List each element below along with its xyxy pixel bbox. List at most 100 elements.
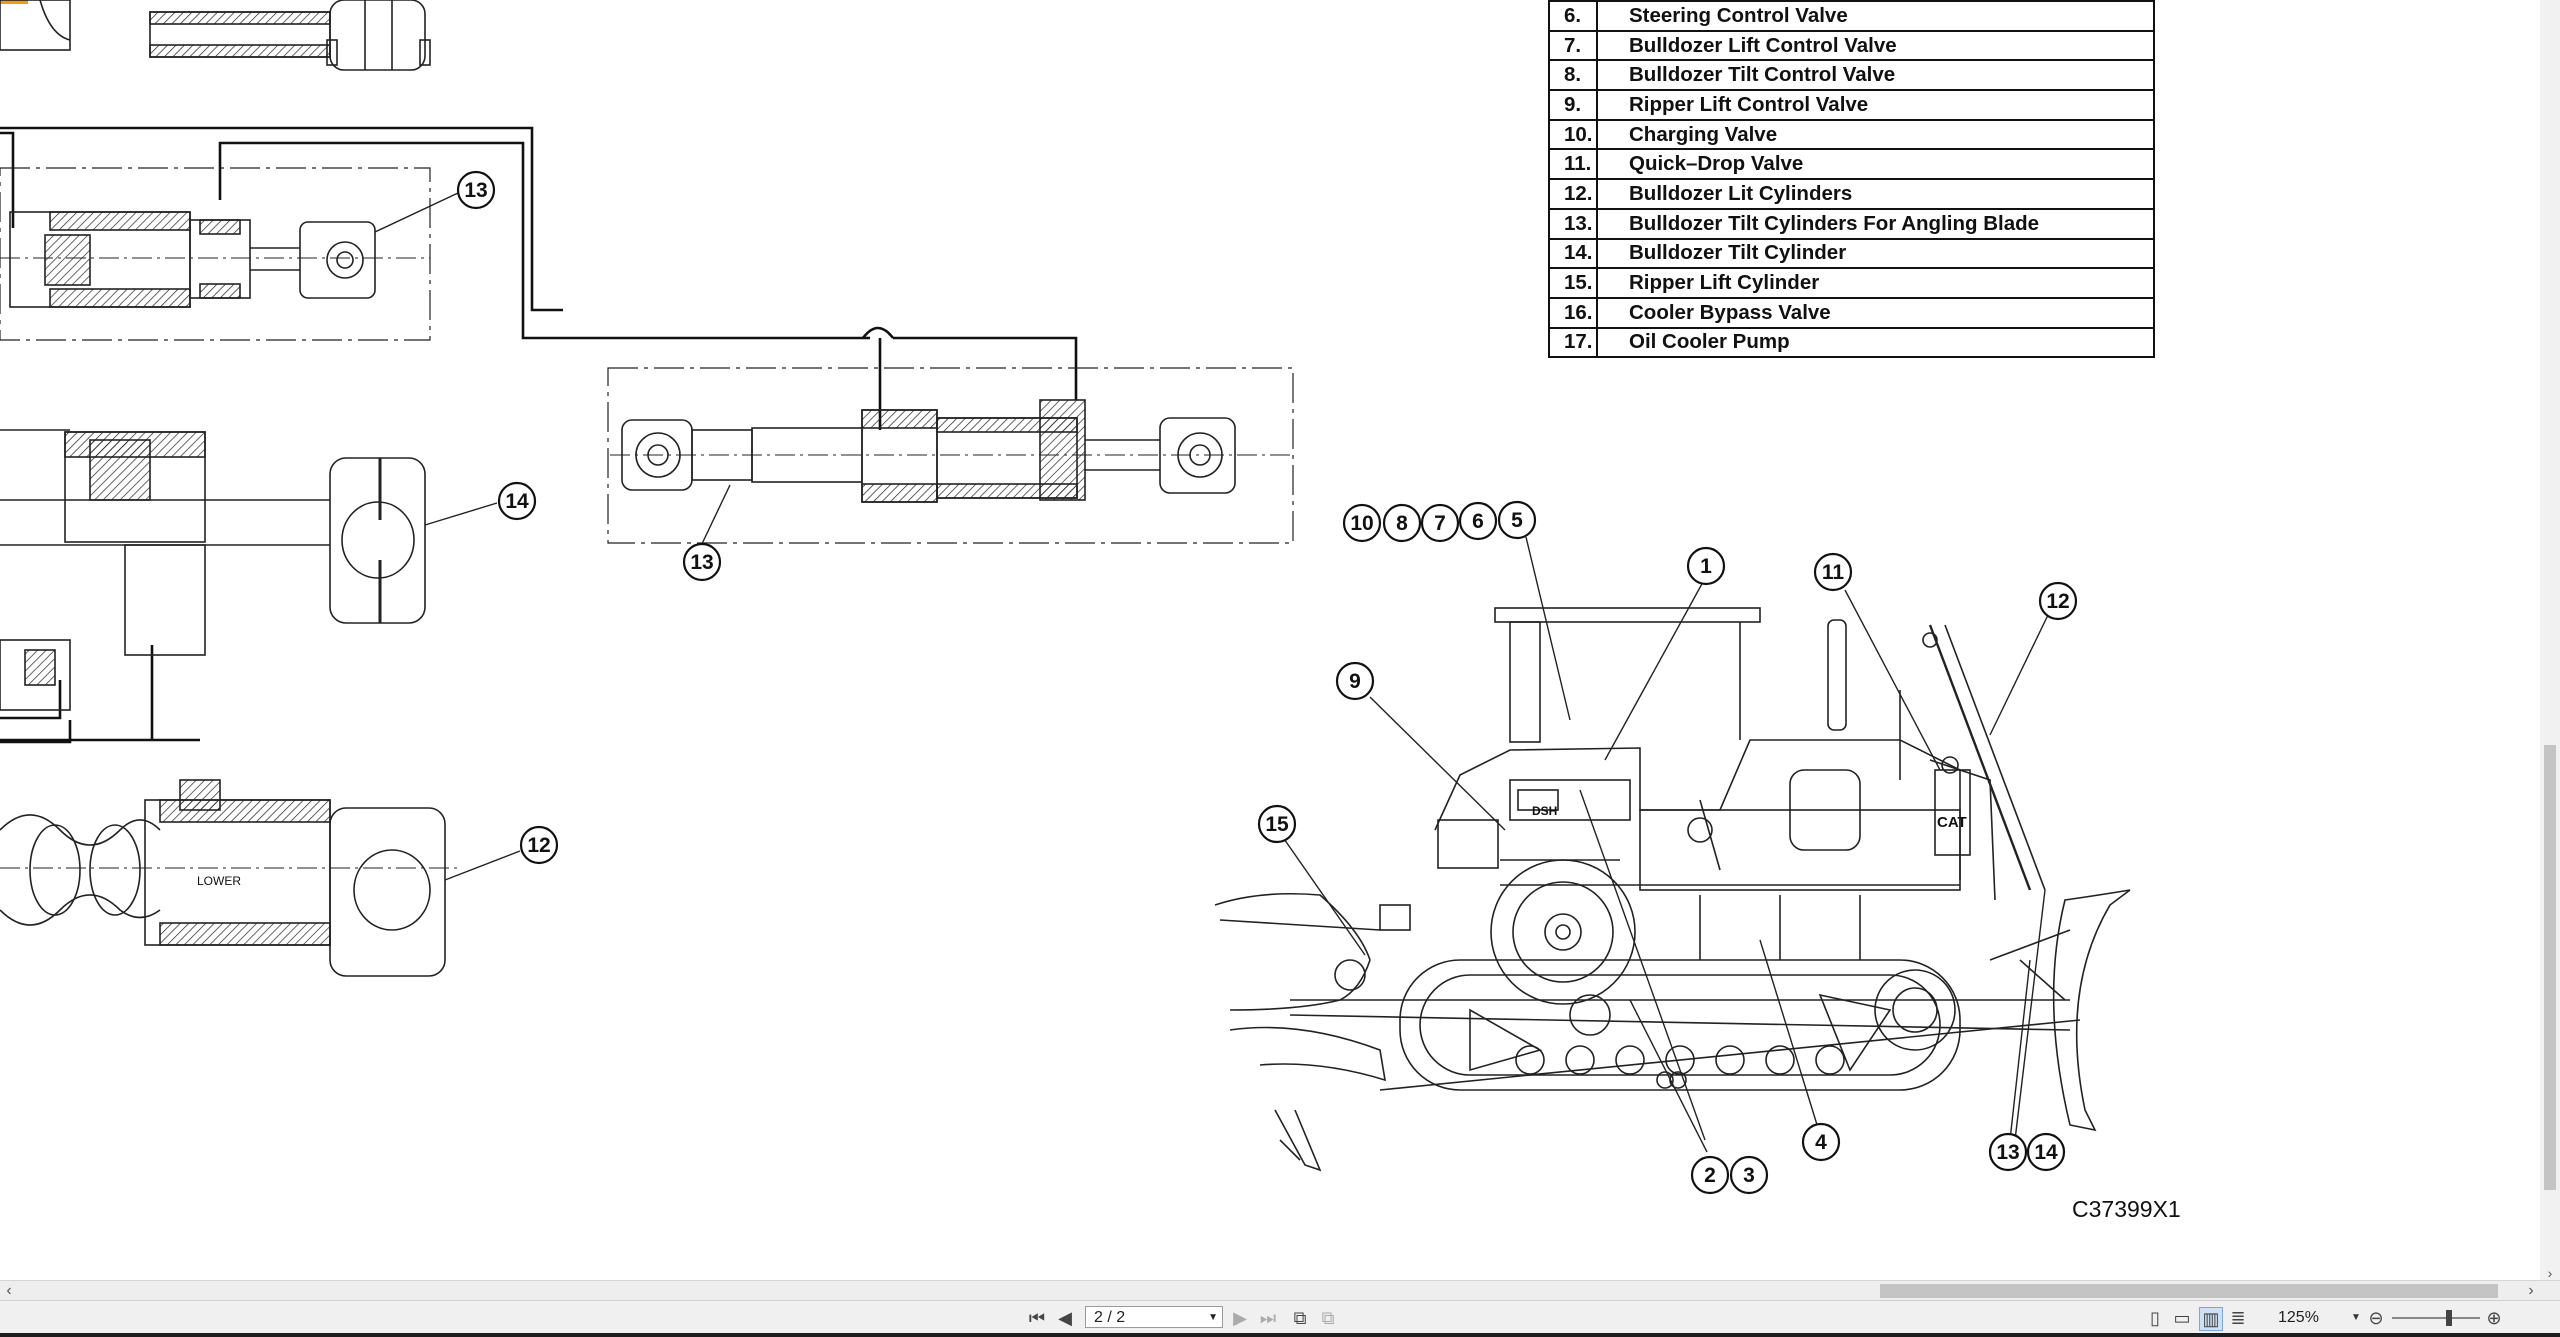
- legend-number: 6.: [1548, 0, 1598, 32]
- zoom-level[interactable]: 125%: [2278, 1309, 2319, 1326]
- callout-1: 1: [1686, 546, 1726, 586]
- legend-number: 14.: [1548, 237, 1598, 270]
- legend-row: 15.Ripper Lift Cylinder: [1548, 267, 2155, 299]
- legend-label: Charging Valve: [1596, 118, 2155, 151]
- scroll-right-arrow-icon[interactable]: ›: [2528, 1282, 2534, 1299]
- hydraulic-lines: [0, 126, 1078, 744]
- legend-label: Quick–Drop Valve: [1596, 148, 2155, 181]
- first-page-icon[interactable]: ⏮: [1028, 1308, 1046, 1328]
- legend-row: 14.Bulldozer Tilt Cylinder: [1548, 237, 2155, 270]
- legend-number: 9.: [1548, 89, 1598, 121]
- callout-2: 2: [1690, 1155, 1730, 1195]
- window-corner-marker: [0, 0, 28, 4]
- last-page-icon[interactable]: ⏭: [1259, 1308, 1277, 1328]
- zoom-slider[interactable]: [2392, 1310, 2480, 1326]
- copy-icon[interactable]: ⧉: [1321, 1308, 1335, 1328]
- legend-row: 6.Steering Control Valve: [1548, 0, 2155, 32]
- horizontal-scrollbar[interactable]: ‹ ›: [0, 1280, 2560, 1301]
- prev-page-icon[interactable]: ◀: [1058, 1308, 1072, 1328]
- lift-cylinder-12: [0, 779, 460, 977]
- lower-label: LOWER: [197, 874, 241, 888]
- bulldozer-drawing: [1214, 607, 2131, 1172]
- legend-number: 16.: [1548, 296, 1598, 329]
- legend-number: 8.: [1548, 59, 1598, 92]
- page-dropdown-icon[interactable]: ▼: [1208, 1312, 1218, 1323]
- callout-12: 12: [519, 825, 559, 865]
- svg-text:1: 1: [1700, 555, 1712, 578]
- zoom-in-icon[interactable]: ⊕: [2486, 1308, 2502, 1328]
- callout-13-bulldozer: 13: [1988, 1132, 2028, 1172]
- svg-text:13: 13: [464, 179, 487, 202]
- scroll-down-arrow-icon[interactable]: ›: [2547, 1265, 2553, 1281]
- svg-text:13: 13: [690, 551, 713, 574]
- legend-row: 7.Bulldozer Lift Control Valve: [1548, 29, 2155, 62]
- zoom-out-icon[interactable]: ⊖: [2368, 1308, 2384, 1328]
- svg-text:3: 3: [1743, 1164, 1755, 1187]
- next-page-icon[interactable]: ▶: [1233, 1308, 1247, 1328]
- svg-text:4: 4: [1815, 1131, 1827, 1154]
- svg-text:13: 13: [1996, 1141, 2019, 1164]
- callout-5: 5: [1497, 500, 1537, 540]
- vertical-scroll-thumb[interactable]: [2544, 745, 2556, 1190]
- figure-code: C37399X1: [2072, 1196, 2181, 1222]
- vertical-scrollbar[interactable]: ›: [2540, 0, 2560, 1281]
- callout-7: 7: [1420, 503, 1460, 543]
- legend-row: 16.Cooler Bypass Valve: [1548, 296, 2155, 329]
- cat-label: CAT: [1937, 814, 1967, 831]
- zoom-slider-knob[interactable]: [2446, 1310, 2452, 1326]
- continuous-icon[interactable]: ▭: [2173, 1308, 2191, 1328]
- legend-row: 13.Bulldozer Tilt Cylinders For Angling …: [1548, 207, 2155, 240]
- legend-row: 9.Ripper Lift Control Valve: [1548, 89, 2155, 121]
- legend-label: Bulldozer Lit Cylinders: [1596, 178, 2155, 210]
- callout-4: 4: [1801, 1122, 1841, 1162]
- facing-icon[interactable]: ▥: [2199, 1307, 2223, 1331]
- svg-text:14: 14: [2034, 1141, 2058, 1164]
- svg-text:11: 11: [1822, 561, 1845, 584]
- callout-3: 3: [1729, 1155, 1769, 1195]
- callout-14: 14: [497, 481, 537, 521]
- rotate-icon[interactable]: ⧉: [1293, 1308, 1307, 1328]
- svg-text:12: 12: [2046, 590, 2069, 613]
- legend-number: 13.: [1548, 207, 1598, 240]
- single-page-icon[interactable]: ▯: [2150, 1308, 2160, 1328]
- svg-text:5: 5: [1511, 509, 1523, 532]
- callout-leaders-left: [374, 192, 731, 881]
- legend-label: Bulldozer Lift Control Valve: [1596, 29, 2155, 62]
- legend-number: 10.: [1548, 118, 1598, 151]
- svg-text:7: 7: [1434, 512, 1446, 535]
- callout-13-top: 13: [456, 170, 496, 210]
- legend-label: Bulldozer Tilt Control Valve: [1596, 59, 2155, 92]
- legend-number: 17.: [1548, 326, 1598, 359]
- scroll-icon[interactable]: ≣: [2230, 1308, 2246, 1328]
- legend-row: 11.Quick–Drop Valve: [1548, 148, 2155, 181]
- legend-row: 12.Bulldozer Lit Cylinders: [1548, 178, 2155, 210]
- svg-text:12: 12: [527, 834, 550, 857]
- svg-text:10: 10: [1350, 512, 1373, 535]
- horizontal-scroll-thumb[interactable]: [1880, 1284, 2498, 1298]
- zoom-dropdown-icon[interactable]: ▼: [2351, 1312, 2361, 1323]
- legend-number: 11.: [1548, 148, 1598, 181]
- callout-9: 9: [1335, 661, 1375, 701]
- callout-8: 8: [1382, 503, 1422, 543]
- legend-label: Ripper Lift Cylinder: [1596, 267, 2155, 299]
- svg-text:15: 15: [1265, 813, 1289, 836]
- legend-label: Cooler Bypass Valve: [1596, 296, 2155, 329]
- scroll-left-arrow-icon[interactable]: ‹: [6, 1282, 12, 1299]
- svg-text:9: 9: [1349, 670, 1361, 693]
- callout-10: 10: [1342, 503, 1382, 543]
- page-number-value: 2 / 2: [1094, 1309, 1126, 1326]
- callout-14-bulldozer: 14: [2026, 1132, 2066, 1172]
- legend-number: 7.: [1548, 29, 1598, 62]
- svg-text:8: 8: [1396, 512, 1408, 535]
- page-number-input[interactable]: 2 / 2 ▼: [1085, 1306, 1223, 1328]
- legend-row: 17.Oil Cooler Pump: [1548, 326, 2155, 359]
- callout-11: 11: [1813, 552, 1853, 592]
- legend-number: 12.: [1548, 178, 1598, 210]
- svg-text:6: 6: [1472, 510, 1484, 533]
- legend-label: Bulldozer Tilt Cylinders For Angling Bla…: [1596, 207, 2155, 240]
- legend-label: Bulldozer Tilt Cylinder: [1596, 237, 2155, 270]
- callout-13-center: 13: [682, 542, 722, 582]
- callout-6: 6: [1458, 501, 1498, 541]
